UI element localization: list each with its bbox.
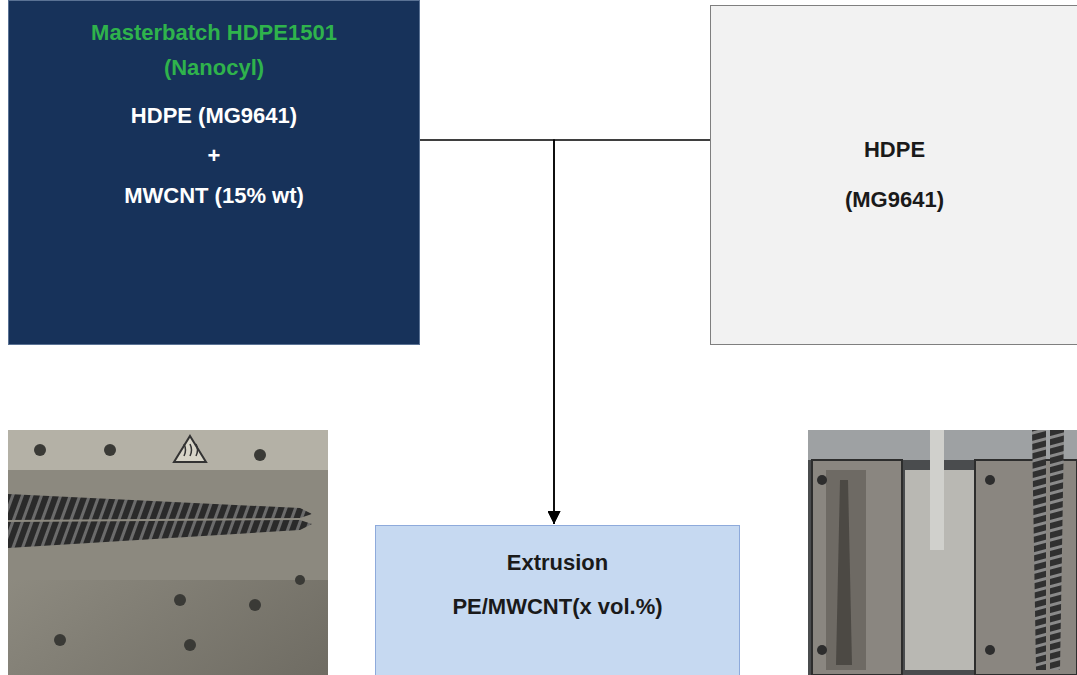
warning-triangle (174, 436, 206, 462)
bolt-hole (985, 645, 995, 655)
bolt-hole (817, 645, 827, 655)
photo-ground (808, 430, 1077, 675)
right-photo (808, 430, 1077, 675)
screw (8, 520, 312, 548)
bolt-hole (34, 444, 46, 456)
feed-rod (930, 430, 944, 550)
bolt-hole (249, 599, 261, 611)
bolt-hole (817, 475, 827, 485)
component-label: HDPE (MG9641) (131, 101, 297, 131)
bolt-hole (295, 575, 305, 585)
material-label: HDPE (MG9641) (830, 125, 960, 225)
screw (1032, 430, 1046, 670)
material-box: HDPE (MG9641) (710, 5, 1077, 345)
mould-cavity (826, 470, 866, 670)
bolt-hole (54, 634, 66, 646)
bolt-hole (104, 444, 116, 456)
screw (1050, 430, 1064, 670)
plate-channel (8, 470, 328, 580)
screw-channel (836, 480, 852, 665)
process-title: Extrusion (507, 548, 608, 578)
bolt-hole (254, 449, 266, 461)
photo-ground (8, 430, 328, 675)
plus-sign: + (208, 141, 221, 171)
bolt-hole (985, 475, 995, 485)
masterbatch-box: Masterbatch HDPE1501 (Nanocyl) HDPE (MG96… (8, 0, 420, 345)
bolt-hole (174, 594, 186, 606)
component-label: MWCNT (15% wt) (124, 181, 304, 211)
plate-top (8, 430, 328, 470)
left-photo (8, 430, 328, 675)
bolt-hole (184, 639, 196, 651)
process-output: PE/MWCNT(x vol.%) (452, 592, 662, 622)
connector (554, 140, 710, 524)
mould-half (812, 460, 902, 675)
process-box: ExtrusionPE/MWCNT(x vol.%) (375, 525, 740, 675)
heat-symbol (184, 444, 198, 456)
screw (8, 494, 312, 520)
masterbatch-heading: Masterbatch HDPE1501 (Nanocyl) (79, 15, 349, 85)
connector (420, 140, 554, 524)
